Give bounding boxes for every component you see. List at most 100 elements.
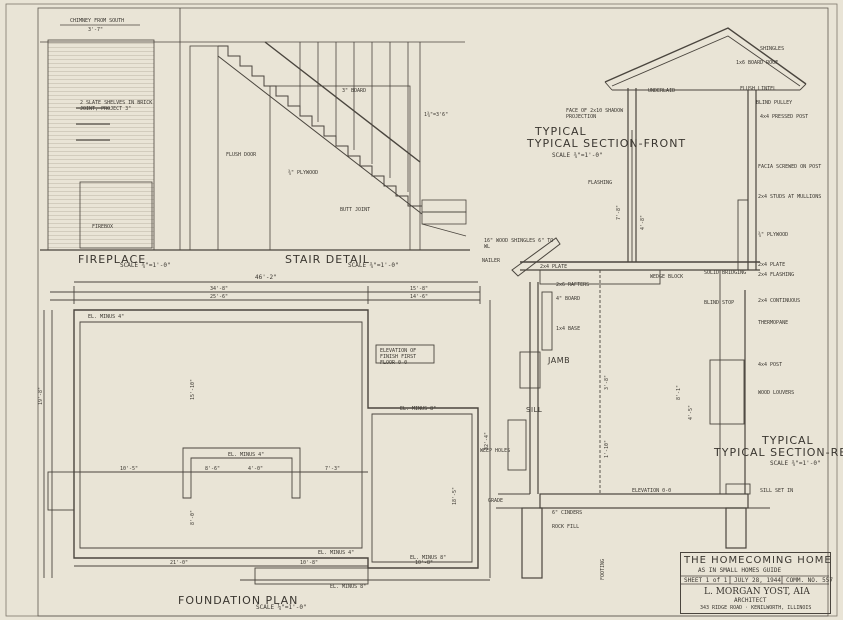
section-front-note-6: NAILER	[482, 258, 501, 264]
section-front-dim-5: 4'-5"	[688, 404, 694, 420]
section-rear-note-16: WOOD LOUVERS	[758, 390, 795, 396]
architect-name: L. MORGAN YOST, AIA	[704, 587, 810, 597]
plan-el-label-3: EL. MINUS 4"	[228, 452, 265, 458]
section-front-cinders: 6" CINDERS	[552, 510, 583, 516]
section-rear-title: TYPICAL SECTION-REAR	[714, 446, 843, 459]
section-rear-note-13: 2x4 CONTINUOUS	[758, 298, 801, 304]
project-title: THE HOMECOMING HOME	[684, 555, 832, 566]
section-rear-note-7: 2x4 STUDS AT MULLIONS	[758, 194, 822, 200]
plan-dim-2: 10'-5"	[120, 466, 139, 472]
section-rear-note-1: SHINGLES	[760, 46, 785, 52]
section-rear-title-line1: TYPICAL	[762, 434, 814, 447]
plan-first-floor-label: ELEVATION OF FINISH FIRST FLOOR 0-0	[380, 348, 417, 366]
section-rear-note-5: 4x4 PRESSED POST	[760, 114, 809, 120]
section-front-sill: SILL	[526, 406, 543, 414]
section-front-note-4: 16" WOOD SHINGLES 6" TO WL	[484, 238, 554, 250]
section-front-note-9: WEDGE BLOCK	[650, 274, 684, 280]
stair-detail	[179, 8, 470, 251]
plan-dim-8: 21'-0"	[170, 560, 189, 566]
section-front-elevation: ELEVATION 0-0	[632, 488, 672, 494]
stair-note-joint: BUTT JOINT	[340, 207, 371, 213]
section-rear-note-3: FLUSH LINTEL	[740, 86, 777, 92]
plan-dim-9: 10'-8"	[300, 560, 319, 566]
stair-note-rise: 1¾"=3'6"	[424, 112, 449, 118]
plan-el-label-6: EL. MINUS 8"	[330, 584, 367, 590]
stair-note-door: FLUSH DOOR	[226, 152, 257, 158]
section-rear-note-11: SOLID BRIDGING	[704, 270, 747, 276]
section-rear-note-8: ¾" PLYWOOD	[758, 232, 789, 238]
section-front-note-5: 2x4 PLATE	[540, 264, 568, 270]
section-front-dim-3: 1'-10"	[604, 439, 610, 458]
section-front-title-line1: TYPICAL	[535, 125, 587, 138]
section-front-dim-4: 8'-1"	[676, 384, 682, 400]
architect-address: 343 RIDGE ROAD · KENILWORTH, ILLINOIS	[700, 605, 812, 611]
fireplace-title: FIREPLACE	[78, 253, 147, 266]
section-rear-note-12: BLIND STOP	[704, 300, 735, 306]
stair-note-plywood: ¾" PLYWOOD	[288, 170, 319, 176]
drawing-date: JULY 28, 1944	[734, 577, 781, 584]
plan-dim-top-4: 14'-6"	[410, 294, 429, 300]
wall-sections	[496, 27, 807, 579]
fireplace-elevation	[40, 24, 180, 251]
plan-el-label-5: EL. MINUS 4"	[318, 550, 355, 556]
section-rear-note-17: SILL SET IN	[760, 488, 794, 494]
architect-role: ARCHITECT	[734, 597, 767, 604]
plan-dim-7: 18'-5"	[452, 486, 458, 505]
section-front-dim-6: 4'-8"	[640, 214, 646, 230]
plan-el-label-2: EL. MINUS 8"	[400, 406, 437, 412]
plan-dim-6: 8'-0"	[190, 509, 196, 525]
section-rear-scale: SCALE ¾"=1'-0"	[770, 460, 821, 467]
stair-scale: SCALE ¾"=1'-0"	[348, 262, 399, 269]
section-front-title: TYPICAL SECTION-FRONT	[527, 137, 687, 150]
section-rear-note-15: 4x4 POST	[758, 362, 783, 368]
section-rear-note-10: 2x4 FLASHING	[758, 272, 795, 278]
section-front-rock: ROCK FILL	[552, 524, 580, 530]
section-front-note-2: FACE OF 2x10 SHADOW PROJECTION	[566, 108, 624, 120]
section-front-dim-2: 7'-8"	[616, 204, 622, 220]
section-front-scale: SCALE ¾"=1'-0"	[552, 152, 603, 159]
commission-number: COMM. NO. 557	[786, 577, 833, 584]
fireplace-firebox-label: FIREBOX	[92, 224, 114, 230]
project-subtitle: AS IN SMALL HOMES GUIDE	[698, 567, 782, 574]
section-front-footing: FOOTING	[600, 558, 606, 580]
plan-overall-dim: 46'-2"	[255, 274, 277, 281]
plan-el-label-1: EL. MINUS 4"	[88, 314, 125, 320]
foundation-plan-lines	[43, 281, 491, 585]
sheet-number: SHEET 1 of 1	[684, 577, 728, 584]
plan-scale: SCALE ¼"=1'-0"	[256, 604, 307, 611]
section-front-dim-1: 3'-8"	[604, 374, 610, 390]
stair-note-board: 3" BOARD	[342, 88, 367, 94]
section-rear-note-2: 1x6 BOARD ROOF	[736, 60, 779, 66]
fireplace-chimney-dim: 3'-7"	[88, 27, 104, 33]
fireplace-chimney-label: CHIMNEY FROM SOUTH	[70, 18, 125, 24]
plan-dim-3: 8'-6"	[205, 466, 221, 472]
title-block-lines	[680, 575, 829, 585]
section-front-weep: WEEP HOLES	[480, 448, 511, 454]
title-block	[680, 552, 831, 614]
section-front-note-1: UNDERLAID	[648, 88, 676, 94]
plan-dim-10: 10'-8"	[415, 560, 434, 566]
plan-dim-top-2: 15'-8"	[410, 286, 429, 292]
section-rear-note-9: 2x4 PLATE	[758, 262, 786, 268]
section-front-note-8: 4" BOARD	[556, 296, 581, 302]
section-front-note-7: 2x6 RAFTERS	[556, 282, 590, 288]
section-rear-note-14: THERMOPANE	[758, 320, 789, 326]
stair-title: STAIR DETAIL	[285, 253, 370, 266]
plan-dim-top-1: 34'-8"	[210, 286, 229, 292]
plan-title: FOUNDATION PLAN	[178, 594, 299, 607]
section-front-grade: GRADE	[488, 498, 504, 504]
section-front-note-3: FLASHING	[588, 180, 613, 186]
fireplace-shelf-note: 2 SLATE SHELVES IN BRICK JOINT, PROJECT …	[80, 100, 153, 112]
plan-dim-top-3: 25'-6"	[210, 294, 229, 300]
section-rear-note-6: FACIA SCREWED ON POST	[758, 164, 822, 170]
plan-dim-4: 4'-0"	[248, 466, 264, 472]
section-front-jamb: JAMB	[548, 356, 571, 365]
plan-dim-5: 7'-3"	[325, 466, 341, 472]
plan-el-label-4: EL. MINUS 8"	[410, 555, 447, 561]
section-rear-note-4: BLIND PULLEY	[756, 100, 793, 106]
fireplace-scale: SCALE ¾"=1'-0"	[120, 262, 171, 269]
section-front-note-10: 1x4 BASE	[556, 326, 581, 332]
plan-dim-12: 19'-8"	[38, 386, 44, 405]
